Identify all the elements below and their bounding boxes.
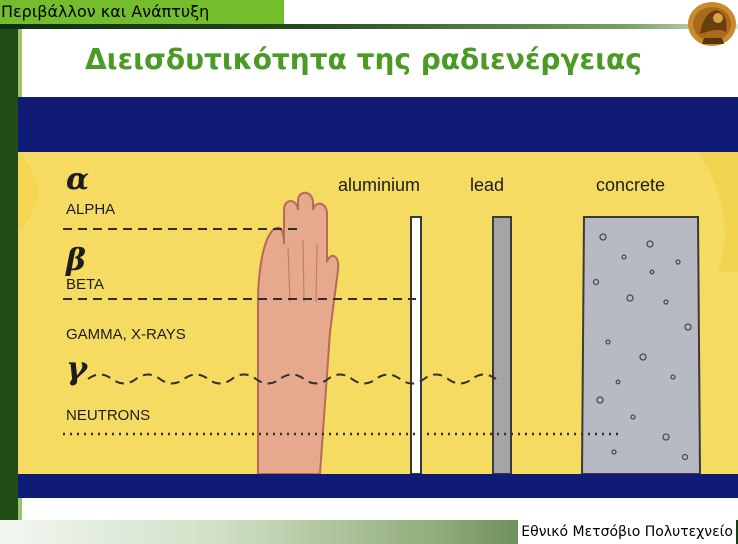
footer-institution: Εθνικό Μετσόβιο Πολυτεχνείο	[518, 520, 736, 544]
neutrons-label: NEUTRONS	[66, 407, 150, 424]
navy-band-top	[18, 97, 738, 152]
beta-label: BETA	[66, 276, 104, 293]
section-tab: Περιβάλλον και Ανάπτυξη	[0, 0, 284, 24]
gamma-label: GAMMA, X-RAYS	[66, 326, 186, 343]
navy-band-bottom	[18, 474, 738, 498]
material-label-aluminium: aluminium	[338, 175, 420, 196]
header-divider	[0, 24, 738, 29]
left-decor-bar	[0, 0, 18, 544]
gamma-symbol: γ	[66, 349, 87, 387]
university-emblem-icon	[672, 0, 738, 56]
slide-title: Διεισδυτικότητα της ραδιενέργειας	[85, 43, 642, 76]
beta-symbol: β	[66, 243, 86, 278]
alpha-symbol: α	[66, 162, 89, 197]
alpha-label: ALPHA	[66, 201, 115, 218]
material-label-concrete: concrete	[596, 175, 665, 196]
radiation-penetration-illustration: aluminium lead concrete α ALPHA β BETA G…	[18, 152, 738, 474]
illustration-drawing	[18, 152, 738, 474]
material-label-lead: lead	[470, 175, 504, 196]
